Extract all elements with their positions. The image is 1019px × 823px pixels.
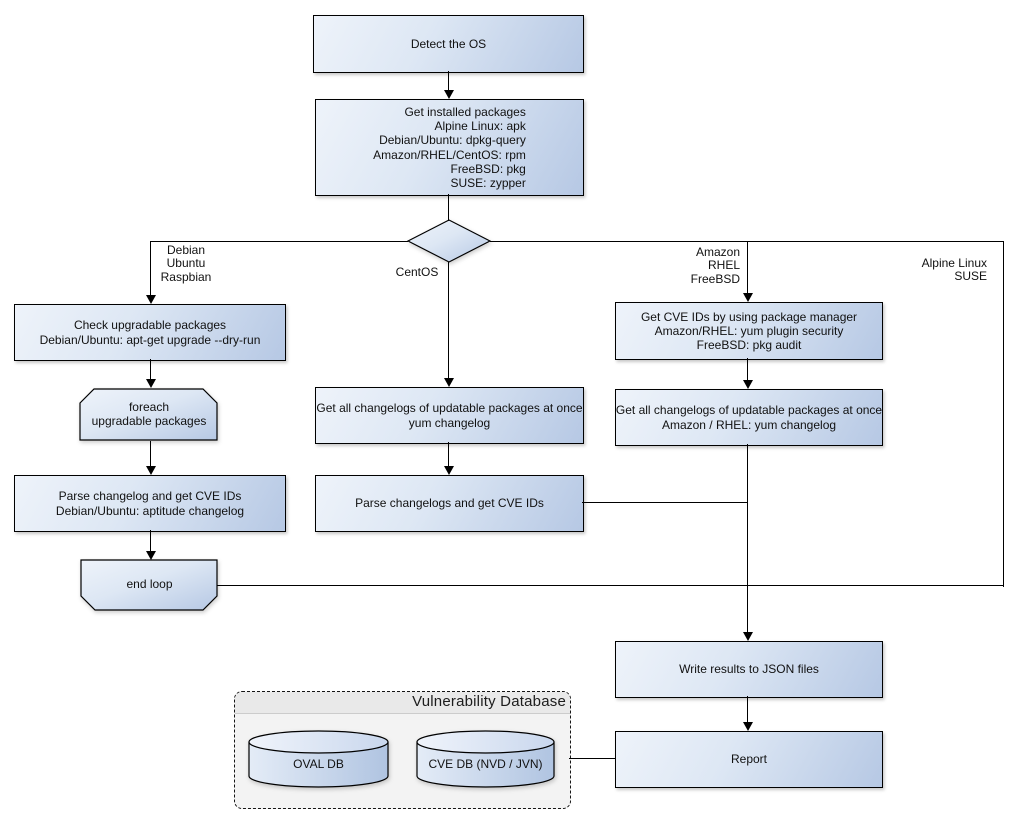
node-foreach-loop-shape (79, 388, 218, 441)
arrowhead (743, 293, 753, 302)
connector-line (747, 696, 749, 723)
node-label: Write results to JSON files (679, 662, 819, 677)
arrowhead (743, 722, 753, 731)
connector-line (150, 240, 408, 242)
node-label: Parse changelogs and get CVE IDs (355, 496, 544, 511)
node-label: Get installed packages Alpine Linux: apk… (373, 104, 526, 190)
oval-db-cylinder-icon (248, 730, 389, 788)
connector-line (150, 359, 152, 380)
node-label: Detect the OS (410, 36, 487, 51)
arrowhead (146, 466, 156, 475)
node-detect-os: Detect the OS (313, 15, 584, 73)
node-end-loop-shape (80, 559, 218, 611)
os-decision-diamond (407, 219, 491, 263)
cylinder-label: OVAL DB (293, 757, 344, 772)
cve-db-cylinder: CVE DB (NVD / JVN) (416, 730, 555, 789)
connector-line (747, 358, 749, 381)
node-label: Parse changelog and get CVE IDs Debian/U… (55, 489, 245, 518)
node-report: Report (615, 731, 883, 788)
node-label: end loop (126, 577, 173, 592)
cve-db-cylinder-icon (416, 730, 555, 788)
node-get-changelogs-amazon: Get all changelogs of updatable packages… (615, 389, 883, 446)
node-write-results-json: Write results to JSON files (615, 641, 883, 698)
connector-line (448, 442, 450, 467)
arrowhead (743, 632, 753, 641)
node-label: Get all changelogs of updatable packages… (615, 403, 883, 432)
arrowhead (146, 295, 156, 304)
branch-label-debian: Debian Ubuntu Raspbian (160, 243, 212, 284)
node-parse-changelogs-yum: Parse changelogs and get CVE IDs (315, 475, 584, 532)
node-get-changelogs-yum: Get all changelogs of updatable packages… (315, 387, 584, 444)
connector-line (448, 71, 450, 91)
cylinder-label: CVE DB (NVD / JVN) (428, 757, 543, 772)
connector-line (150, 530, 152, 551)
node-label: Check upgradable packages Debian/Ubuntu:… (39, 318, 261, 347)
arrowhead (146, 379, 156, 388)
connector-line (569, 758, 615, 760)
node-get-installed-packages: Get installed packages Alpine Linux: apk… (315, 99, 584, 196)
node-label: Report (730, 752, 768, 767)
branch-label-alpine: Alpine Linux SUSE (921, 256, 987, 284)
arrowhead (444, 466, 454, 475)
node-label: Get all changelogs of updatable packages… (316, 401, 583, 430)
node-check-upgradable-packages: Check upgradable packages Debian/Ubuntu:… (14, 304, 286, 361)
oval-db-cylinder: OVAL DB (248, 730, 389, 789)
arrowhead (444, 378, 454, 387)
node-label: Get CVE IDs by using package manager Ama… (640, 309, 858, 353)
branch-label-centos: CentOS (395, 265, 439, 279)
connector-line (150, 441, 152, 467)
node-end-loop: end loop (80, 559, 219, 610)
connector-line (747, 240, 749, 294)
connector-line (217, 585, 1004, 587)
vulnerability-database-title: Vulnerability Database (235, 692, 570, 714)
node-get-cve-ids-pkg-manager: Get CVE IDs by using package manager Ama… (615, 302, 883, 360)
connector-line (448, 262, 450, 379)
connector-line (747, 444, 749, 633)
node-label: foreach upgradable packages (91, 399, 207, 428)
arrowhead (146, 551, 156, 560)
connector-line (1003, 240, 1005, 587)
node-parse-changelog-apt: Parse changelog and get CVE IDs Debian/U… (14, 475, 286, 532)
connector-line (582, 502, 748, 504)
arrowhead (444, 90, 454, 99)
node-foreach-loop: foreach upgradable packages (79, 388, 219, 440)
branch-label-amazon: Amazon RHEL FreeBSD (690, 245, 740, 286)
connector-line (448, 194, 450, 221)
connector-line (150, 240, 152, 295)
arrowhead (743, 380, 753, 389)
